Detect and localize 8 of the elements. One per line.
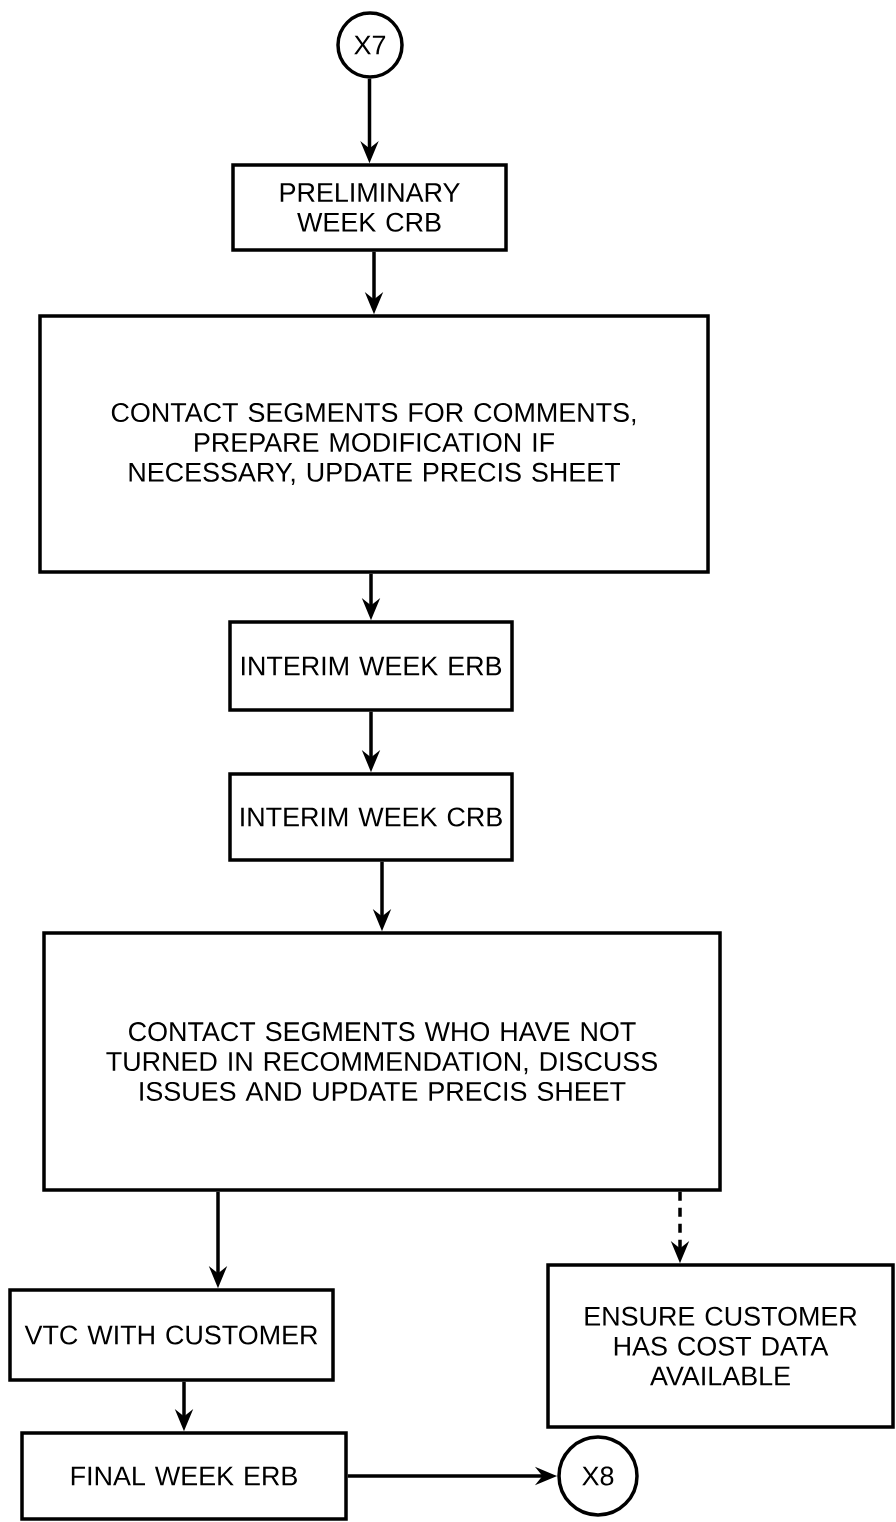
process-box: FINAL WEEK ERB <box>20 1431 348 1521</box>
process-box: INTERIM WEEK ERB <box>228 620 514 712</box>
process-box: PRELIMINARY WEEK CRB <box>231 163 508 252</box>
process-box: CONTACT SEGMENTS WHO HAVE NOT TURNED IN RECOMMENDATION, DISCUSS ISSUES AND UPDATE PRECIS SHEET <box>42 931 722 1192</box>
process-box: INTERIM WEEK CRB <box>228 772 514 862</box>
process-box: ENSURE CUSTOMER HAS COST DATA AVAILABLE <box>546 1263 895 1429</box>
process-box: VTC WITH CUSTOMER <box>8 1288 335 1382</box>
process-box: CONTACT SEGMENTS FOR COMMENTS, PREPARE MODIFICATION IF NECESSARY, UPDATE PRECIS SHEET <box>38 314 710 574</box>
